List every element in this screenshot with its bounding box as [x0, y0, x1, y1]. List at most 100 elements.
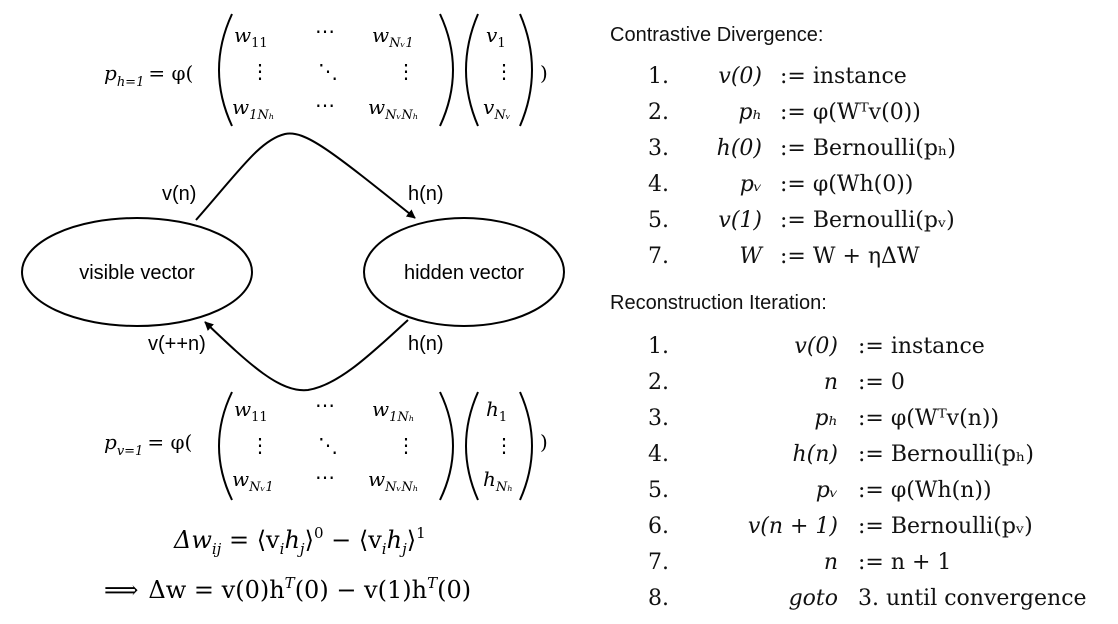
ri-step-rhs: := instance — [858, 333, 985, 359]
svg-text:w1Nₕ: w1Nₕ — [232, 95, 274, 123]
ph-v-top: v — [486, 23, 498, 47]
cd-step-lhs: W — [739, 243, 762, 269]
ph-lhs: p — [104, 61, 117, 85]
cd-step-row: 7.W:= W + ηΔW — [648, 238, 1010, 274]
edge-label-hn-top: h(n) — [408, 183, 444, 205]
pv-m-wNv1: w — [232, 467, 249, 491]
cd-step-num: 1. — [648, 63, 669, 89]
ph-v-bot-sub: Nᵥ — [493, 108, 510, 123]
ph-m-hdots1: ⋯ — [315, 19, 335, 43]
ph-m-ddots: ⋱ — [318, 59, 338, 83]
ri-step-row: 5.pᵥ:= φ(Wh(n)) — [648, 472, 1108, 508]
pv-v-bot: h — [483, 467, 496, 491]
cd-step-num: 2. — [648, 99, 669, 125]
cd-step-rhs: := Bernoulli(pᵥ) — [780, 207, 955, 233]
pv-lhs: p — [104, 430, 117, 454]
pv-matrix-left-paren — [218, 391, 233, 501]
ph-v-bot: v — [483, 95, 495, 119]
pv-m-w1Nh-sub: 1Nₕ — [389, 410, 414, 425]
edge-label-vn: v(n) — [162, 183, 196, 205]
edge-label-v-plusplus-n: v(++n) — [148, 333, 206, 355]
pv-vector-left-paren — [465, 391, 479, 501]
ri-step-rhs: := 0 — [858, 369, 905, 395]
pv-vector-right-paren — [519, 391, 533, 501]
ph-m-wNvNh: w — [368, 95, 385, 119]
ri-step-lhs: v(n + 1) — [747, 513, 838, 539]
pv-m-ddots: ⋱ — [318, 433, 338, 457]
pv-m-wNvNh-sub: NᵥNₕ — [384, 480, 418, 495]
pv-m-hdots2: ⋯ — [315, 465, 335, 489]
cd-step-rhs: := φ(Wh(0)) — [780, 171, 914, 197]
ph-matrix-left-paren — [218, 13, 233, 127]
pv-m-w1Nh: w — [372, 397, 389, 421]
ph-m-wNv1: w — [372, 23, 389, 47]
cd-step-rhs: := φ(Wᵀv(0)) — [780, 99, 921, 125]
ri-step-lhs: n — [823, 549, 838, 575]
ri-step-row: 3.pₕ:= φ(Wᵀv(n)) — [648, 400, 1108, 436]
cd-step-num: 4. — [648, 171, 669, 197]
pv-lhs-sub: v=1 — [117, 444, 144, 459]
svg-text:v1: v1 — [486, 23, 506, 51]
cd-step-rhs: := Bernoulli(pₕ) — [780, 135, 956, 161]
ri-step-row: 6.v(n + 1):= Bernoulli(pᵥ) — [648, 508, 1108, 544]
edge-visible-to-hidden — [195, 132, 416, 221]
ri-step-rhs: := Bernoulli(pₕ) — [858, 441, 1034, 467]
ph-eq: = φ( — [148, 61, 193, 85]
ph-m-w11: w — [234, 23, 251, 47]
ri-step-num: 4. — [648, 441, 669, 467]
ri-step-rhs: := φ(Wᵀv(n)) — [858, 405, 1000, 431]
pv-m-wNvNh: w — [368, 467, 385, 491]
ph-m-w11-sub: 11 — [251, 36, 268, 51]
pv-close-paren: ) — [540, 430, 548, 454]
hidden-vector-ellipse — [363, 217, 565, 327]
ph-m-hdots2: ⋯ — [315, 93, 335, 117]
pv-m-w11-sub: 11 — [251, 410, 268, 425]
ri-step-rhs: := Bernoulli(pᵥ) — [858, 513, 1033, 539]
ri-step-row: 4.h(n):= Bernoulli(pₕ) — [648, 436, 1108, 472]
reconstruction-iteration-title: Reconstruction Iteration: — [610, 292, 827, 314]
cd-step-rhs: := instance — [780, 63, 907, 89]
ri-step-rhs: := φ(Wh(n)) — [858, 477, 992, 503]
ph-m-wNv1-sub: Nᵥ1 — [388, 36, 414, 51]
delta-w-ij-formula: Δwij = ⟨vihj⟩0 − ⟨vihj⟩1 — [173, 524, 426, 558]
cd-step-lhs: h(0) — [716, 135, 762, 161]
ri-step-lhs: v(0) — [794, 333, 838, 359]
ph-lhs-sub: h=1 — [117, 75, 145, 90]
pv-eq: = φ( — [147, 430, 192, 454]
svg-text:h1: h1 — [486, 397, 507, 425]
ph-m-vdots1: ⋮ — [250, 59, 270, 83]
ph-v-vdots: ⋮ — [494, 59, 514, 83]
ph-close-paren: ) — [540, 61, 548, 85]
visible-vector-label: visible vector — [79, 262, 195, 284]
ri-step-num: 7. — [648, 549, 669, 575]
ph-m-wNvNh-sub: NᵥNₕ — [384, 108, 418, 123]
ph-m-w1Nh-sub: 1Nₕ — [249, 108, 274, 123]
pv-m-hdots1: ⋯ — [315, 393, 335, 417]
cd-step-num: 5. — [648, 207, 669, 233]
ri-step-rhs: 3. until convergence — [858, 585, 1087, 611]
pv-m-vdots2: ⋮ — [396, 433, 416, 457]
cd-step-row: 1.v(0):= instance — [648, 58, 1010, 94]
contrastive-divergence-title: Contrastive Divergence: — [610, 24, 824, 46]
ri-step-lhs: goto — [788, 585, 838, 611]
node-hidden-vector: hidden vector — [363, 217, 565, 327]
svg-text:hNₕ: hNₕ — [483, 467, 513, 495]
ph-v-top-sub: 1 — [497, 36, 505, 51]
svg-text:w11: w11 — [234, 23, 268, 51]
cd-step-row: 2. pₕ := φ(Wᵀv(0)) — [648, 94, 1010, 130]
svg-text:w11: w11 — [234, 397, 268, 425]
pv-m-vdots1: ⋮ — [250, 433, 270, 457]
ri-step-num: 2. — [648, 369, 669, 395]
ph-matrix-right-paren — [439, 13, 454, 127]
edge-hidden-to-visible — [204, 319, 409, 392]
ph-vector-left-paren — [465, 13, 479, 127]
pv-v-top: h — [486, 397, 499, 421]
node-visible-vector: visible vector — [21, 217, 253, 327]
ri-step-num: 1. — [648, 333, 669, 359]
cd-step-num: 7. — [648, 243, 669, 269]
cd-step-lhs: pₕ — [738, 99, 762, 125]
ph-m-vdots2: ⋮ — [396, 59, 416, 83]
cd-step-row: 4.pᵥ:= φ(Wh(0)) — [648, 166, 1010, 202]
